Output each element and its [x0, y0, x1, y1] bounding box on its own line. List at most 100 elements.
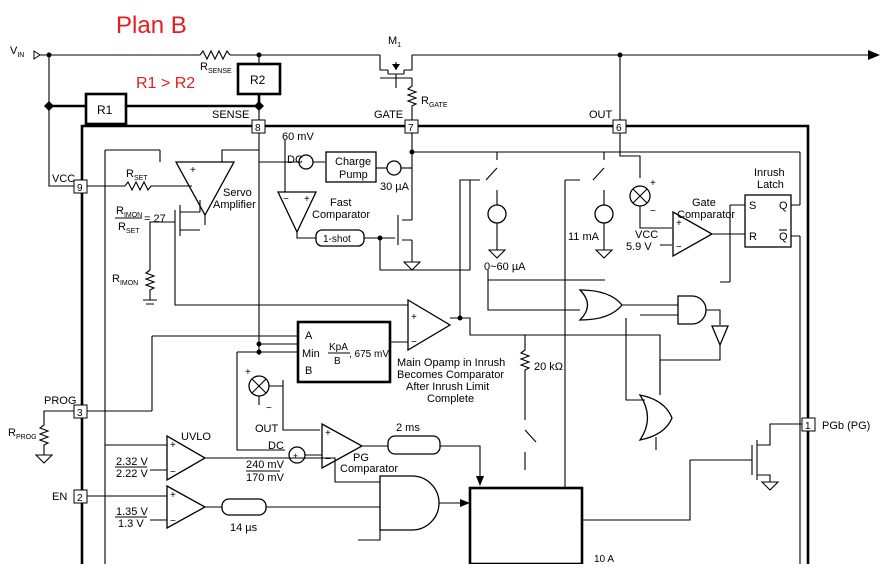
r1-box	[84, 92, 128, 126]
delay-14us-box	[221, 498, 267, 516]
m1-mosfet	[379, 55, 413, 88]
summing-out-cross	[251, 378, 320, 431]
charge-pump-box	[325, 151, 377, 183]
servo-label: Servo	[223, 187, 252, 199]
bottom-fragment: 10 A	[594, 554, 614, 564]
opamp-wires	[390, 179, 661, 395]
min-a: A	[305, 330, 313, 342]
rset-label: RSET	[126, 168, 148, 182]
kpa-label: KpA	[329, 342, 348, 353]
rsense-label: RSENSE	[200, 61, 232, 75]
sign-en-plus: +	[170, 490, 176, 501]
gate-cmp-out	[660, 233, 745, 246]
pg-comparator	[321, 422, 364, 470]
inrush-latch	[744, 194, 792, 248]
pin-sense-number: 8	[255, 123, 261, 134]
sink-11ma-gnd	[594, 223, 614, 259]
rimon-fraction-eq: = 27	[144, 213, 166, 225]
gate-pulldown	[379, 152, 471, 271]
amplifier-label: Amplifier	[213, 199, 256, 211]
sign-sumout-minus: −	[266, 403, 272, 414]
oneshot-label: 1-shot	[323, 234, 351, 245]
sign-pg-minus: −	[325, 454, 331, 465]
ic-outline	[80, 124, 810, 564]
vin-label: VIN	[10, 45, 24, 59]
en-wires	[87, 495, 222, 521]
i060-label: 0~60 µA	[484, 261, 526, 273]
vcc-label: VCC	[52, 173, 75, 185]
en-label: EN	[52, 491, 67, 503]
t14-label: 14 µs	[230, 522, 258, 534]
t2ms-label: 2 ms	[396, 422, 420, 434]
current-source-30ua	[386, 160, 402, 176]
junction-gate-1	[409, 149, 415, 155]
sign-gate-minus: −	[676, 242, 682, 253]
min-b: B	[305, 365, 312, 377]
out-mid-label: OUT	[255, 423, 279, 435]
or-bottom-wires	[625, 318, 657, 450]
sink-060-gnd	[487, 223, 507, 259]
v60-label: 60 mV	[282, 131, 314, 143]
latch-s: S	[749, 200, 756, 212]
junction-oneshot	[377, 235, 383, 241]
pg-transistor	[690, 423, 802, 491]
fast-comparator	[276, 191, 318, 234]
fast-cmp-out	[296, 232, 316, 239]
m1-arrow	[392, 64, 400, 70]
rimon-fraction-num: RIMON	[116, 205, 142, 219]
dc2-label: DC	[268, 440, 284, 452]
v232-label: 2.32 V	[116, 456, 148, 468]
rgate-label: RGATE	[421, 95, 448, 109]
pin-vcc-number: 9	[77, 183, 83, 194]
rprog-label: RPROG	[8, 427, 37, 441]
min-inputs	[87, 335, 298, 451]
servo-amplifier	[174, 161, 236, 217]
sign-pg-plus: +	[325, 428, 331, 439]
sense-label: SENSE	[212, 109, 249, 121]
v135-label: 1.35 V	[116, 506, 148, 518]
v170-label: 170 mV	[246, 472, 285, 484]
sign-en-minus: −	[170, 516, 176, 527]
logic-block	[468, 486, 584, 566]
v59-label: 5.9 V	[626, 241, 652, 253]
sign-sum-minus: −	[650, 206, 656, 217]
pump-label: Pump	[339, 169, 368, 181]
dc-label: DC	[287, 154, 303, 166]
gate-comparator-label-2: Comparator	[677, 209, 735, 221]
sign-fast-minus: −	[283, 194, 289, 205]
opamp-note-3: After Inrush Limit	[406, 381, 489, 393]
i11-label: 11 mA	[568, 231, 600, 243]
and-out-arrow	[460, 499, 470, 507]
v675-label: , 675 mV	[349, 349, 389, 360]
en-comparator	[166, 484, 207, 530]
rprog-resistor	[34, 410, 74, 464]
gate-interconnect	[487, 270, 730, 325]
switch-11ma	[592, 152, 605, 205]
pin-en-number: 2	[77, 493, 83, 504]
rgate-resistor	[406, 78, 418, 120]
pin-gate-number: 7	[408, 123, 414, 134]
or-gate-bottom	[638, 394, 673, 441]
gate-comparator-label-1: Gate	[692, 197, 716, 209]
opamp-note-4: Complete	[427, 393, 474, 405]
or-gate-top	[578, 289, 623, 321]
gate-internal	[411, 133, 800, 153]
sign-dc-plus: +	[293, 451, 298, 461]
and-gate-bottom	[379, 475, 440, 531]
latch-q: Q	[779, 200, 788, 212]
min-label: Min	[302, 348, 320, 360]
pin-out-number: 6	[616, 123, 622, 134]
latch-label: Latch	[757, 179, 784, 191]
current-sink-11ma	[594, 204, 614, 224]
buffer-triangle	[711, 325, 729, 347]
pgb-label: PGb (PG)	[822, 420, 870, 432]
out-top-label: OUT	[589, 109, 613, 121]
sign-uvlo-plus: +	[170, 440, 176, 451]
uvlo-comparator	[166, 434, 207, 482]
sign-sumout-plus: +	[245, 367, 251, 378]
vcc-line	[48, 55, 74, 187]
rset-line	[87, 180, 185, 192]
sign-fast-plus: +	[304, 194, 310, 205]
